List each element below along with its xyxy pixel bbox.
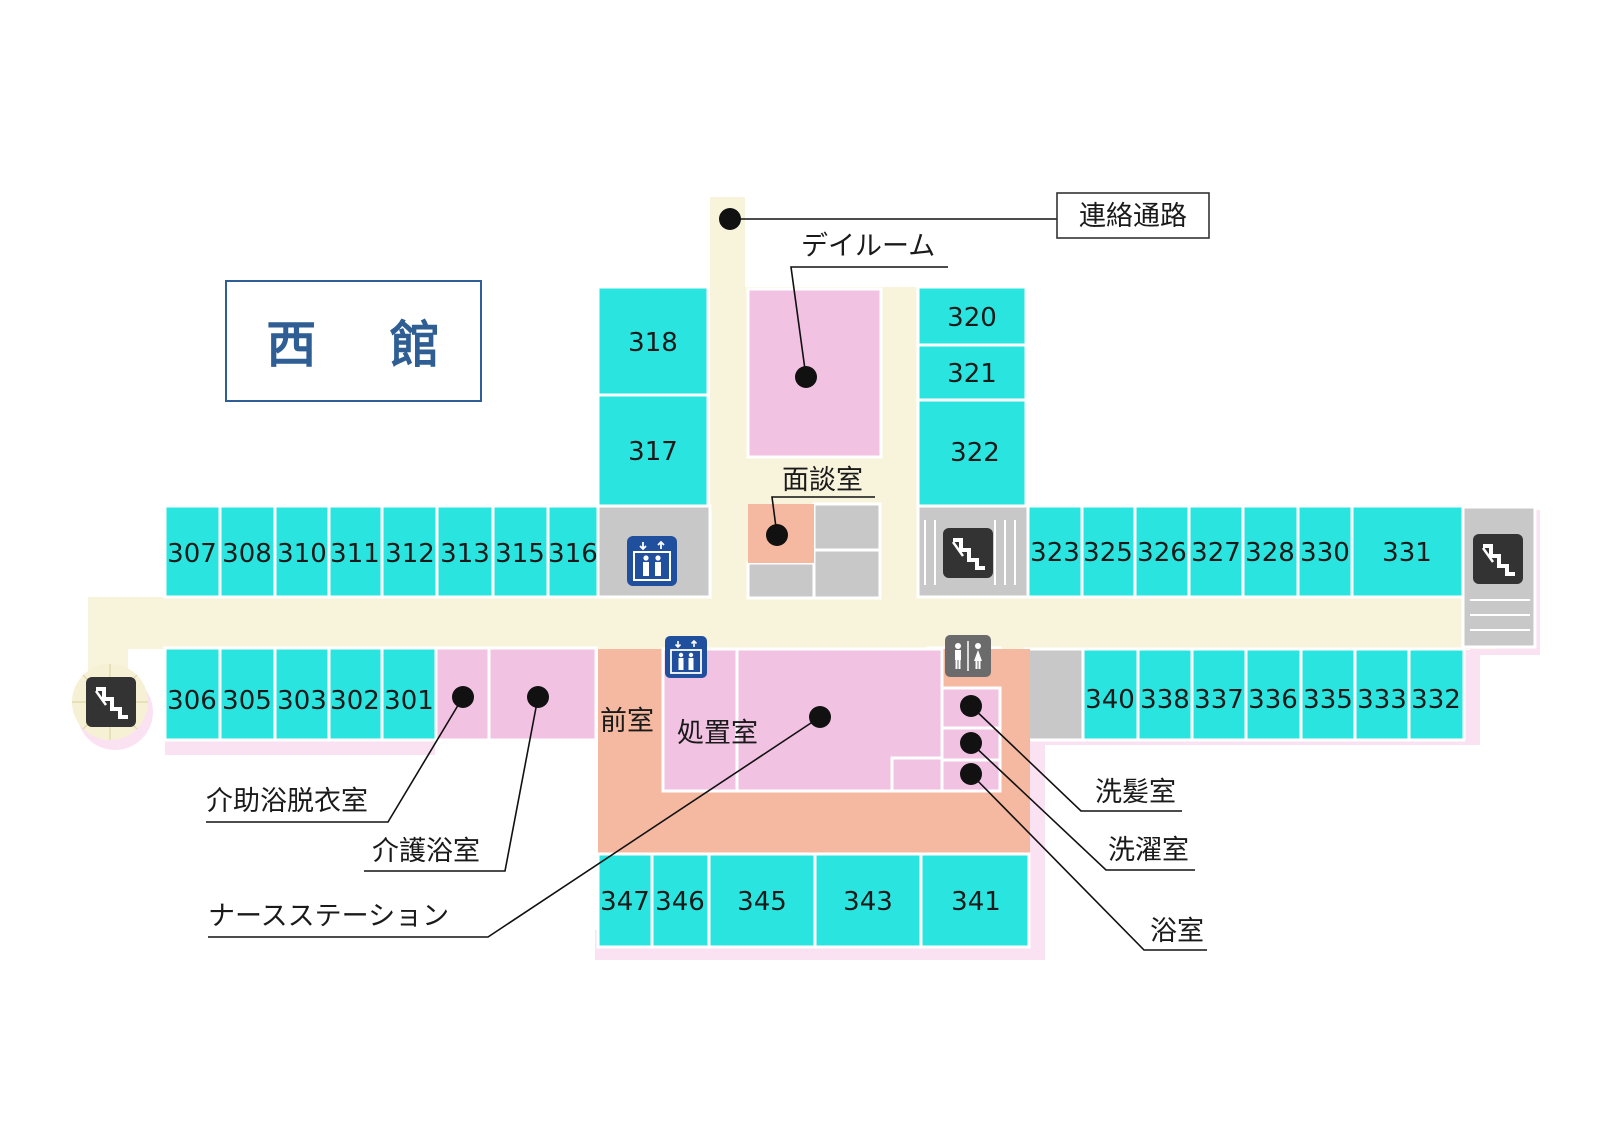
stair-treads (924, 520, 1530, 631)
connecting-passage-label: 連絡通路 (1079, 201, 1187, 232)
room-label: 317 (628, 437, 678, 467)
marker-dot (809, 706, 831, 728)
bathroom-label: 浴室 (1150, 916, 1204, 947)
elevator-icon (665, 636, 707, 678)
stairs-icon (1473, 534, 1523, 584)
laundry-label: 洗濯室 (1108, 835, 1189, 866)
treatment-room-label: 処置室 (677, 718, 758, 749)
connecting-passage-box (1056, 192, 1210, 239)
room-label: 320 (947, 303, 997, 333)
room-label: 333 (1357, 685, 1407, 715)
room-label: 346 (655, 887, 705, 917)
care-bath-label: 介護浴室 (372, 836, 480, 867)
room-label: 316 (548, 539, 598, 569)
room-labels: 307 308 310 311 312 313 315 316 306 305 … (167, 303, 1461, 917)
room-label: 312 (385, 539, 435, 569)
room-label: 336 (1248, 685, 1298, 715)
title-box (225, 280, 482, 402)
room-label: 301 (384, 686, 434, 716)
room-label: 315 (495, 539, 545, 569)
room-label: 331 (1382, 538, 1432, 568)
consultation-room-label: 面談室 (782, 465, 863, 496)
room-label: 307 (167, 539, 217, 569)
room-label: 323 (1030, 538, 1080, 568)
restroom-icon (945, 635, 991, 677)
room-label: 347 (600, 887, 650, 917)
room-label: 306 (167, 686, 217, 716)
marker-dot (766, 524, 788, 546)
marker-dot (452, 686, 474, 708)
room-label: 305 (222, 686, 272, 716)
nurse-station-label: ナースステーション (208, 901, 449, 932)
room-label: 311 (330, 539, 380, 569)
callout-dots (452, 208, 982, 785)
rooms (163, 285, 1466, 949)
room-label: 327 (1191, 538, 1241, 568)
room-label: 328 (1245, 538, 1295, 568)
room-label: 337 (1194, 685, 1244, 715)
room-label: 303 (277, 686, 327, 716)
marker-dot (960, 695, 982, 717)
marker-dot (795, 366, 817, 388)
marker-dot (960, 763, 982, 785)
room-label: 332 (1411, 685, 1461, 715)
stairs-icon (943, 528, 993, 578)
room-label: 325 (1083, 538, 1133, 568)
stairs-icon (86, 677, 136, 727)
room-label: 340 (1085, 685, 1135, 715)
room-label: 338 (1140, 685, 1190, 715)
marker-dot (719, 208, 741, 230)
room-label: 341 (951, 887, 1001, 917)
leader-lines (206, 218, 1207, 951)
assisted-bath-dressing-label: 介助浴脱衣室 (206, 786, 368, 817)
room-label: 302 (330, 686, 380, 716)
room-label: 343 (843, 887, 893, 917)
room-label: 308 (222, 539, 272, 569)
room-label: 318 (628, 328, 678, 358)
hair-wash-label: 洗髪室 (1095, 777, 1176, 808)
room-label: 321 (947, 359, 997, 389)
front-room-label: 前室 (600, 706, 654, 737)
page-title: 西 館 (266, 316, 467, 374)
room-label: 330 (1300, 538, 1350, 568)
callout-labels: 連絡通路 デイルーム 面談室 介助浴脱衣室 介護浴室 ナースステーション 洗髪室… (206, 201, 1204, 947)
room-label: 310 (277, 539, 327, 569)
room-label: 335 (1303, 685, 1353, 715)
room-label: 326 (1137, 538, 1187, 568)
day-room-label: デイルーム (801, 231, 935, 262)
room-label: 345 (737, 887, 787, 917)
marker-dot (527, 686, 549, 708)
elevator-icon (627, 536, 677, 586)
room-label: 313 (440, 539, 490, 569)
marker-dot (960, 732, 982, 754)
room-label: 322 (950, 438, 1000, 468)
